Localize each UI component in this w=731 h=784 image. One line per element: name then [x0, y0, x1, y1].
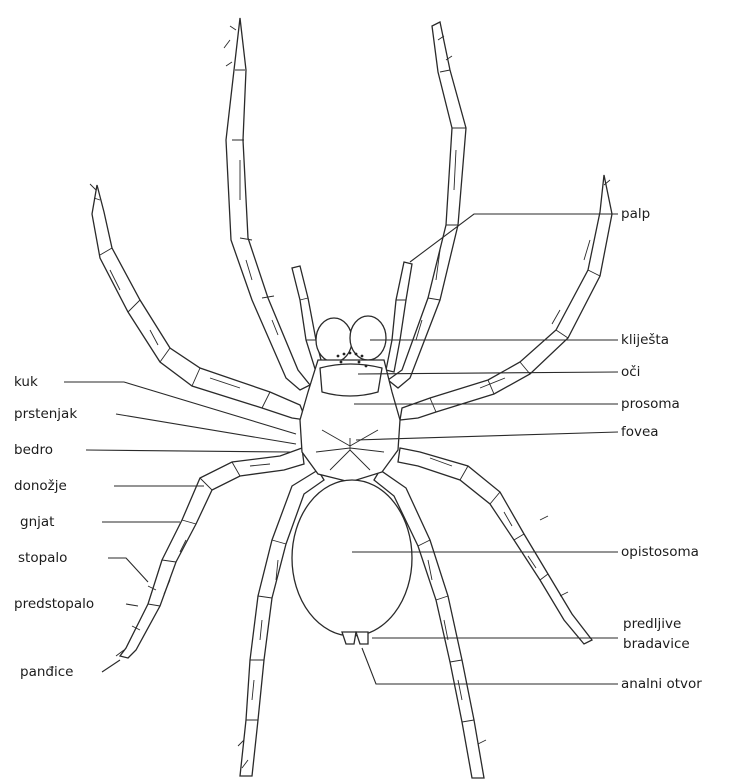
label-predljive: predljive — [623, 616, 681, 632]
label-donozje: donožje — [14, 478, 67, 494]
spinnerets — [342, 632, 368, 644]
label-klijesta: kliješta — [621, 332, 669, 348]
label-analni-otvor: analni otvor — [621, 676, 702, 692]
label-fovea: fovea — [621, 424, 659, 440]
leader-pandice — [102, 660, 120, 672]
chelicerae — [316, 316, 386, 362]
label-predstopalo: predstopalo — [14, 596, 94, 612]
label-palp: palp — [621, 206, 650, 222]
leader-bedro — [86, 450, 290, 452]
leader-stopalo — [108, 558, 148, 582]
label-oci: oči — [621, 364, 640, 380]
palp-left — [292, 266, 324, 372]
opistosoma — [292, 480, 412, 636]
label-bradavice: bradavice — [623, 636, 690, 652]
leader-analni-otvor — [362, 648, 618, 684]
leg-second-left — [90, 184, 306, 420]
leg-front-left — [224, 18, 310, 390]
label-bedro: bedro — [14, 442, 53, 458]
leader-prstenjak — [116, 414, 296, 444]
label-opistosoma: opistosoma — [621, 544, 699, 560]
prosoma — [300, 360, 400, 482]
label-gnjat: gnjat — [20, 514, 54, 530]
label-prosoma: prosoma — [621, 396, 680, 412]
leader-predstopalo — [126, 604, 138, 606]
label-pandice: panđice — [20, 664, 73, 680]
label-prstenjak: prstenjak — [14, 406, 77, 422]
label-stopalo: stopalo — [18, 550, 67, 566]
label-kuk: kuk — [14, 374, 38, 390]
